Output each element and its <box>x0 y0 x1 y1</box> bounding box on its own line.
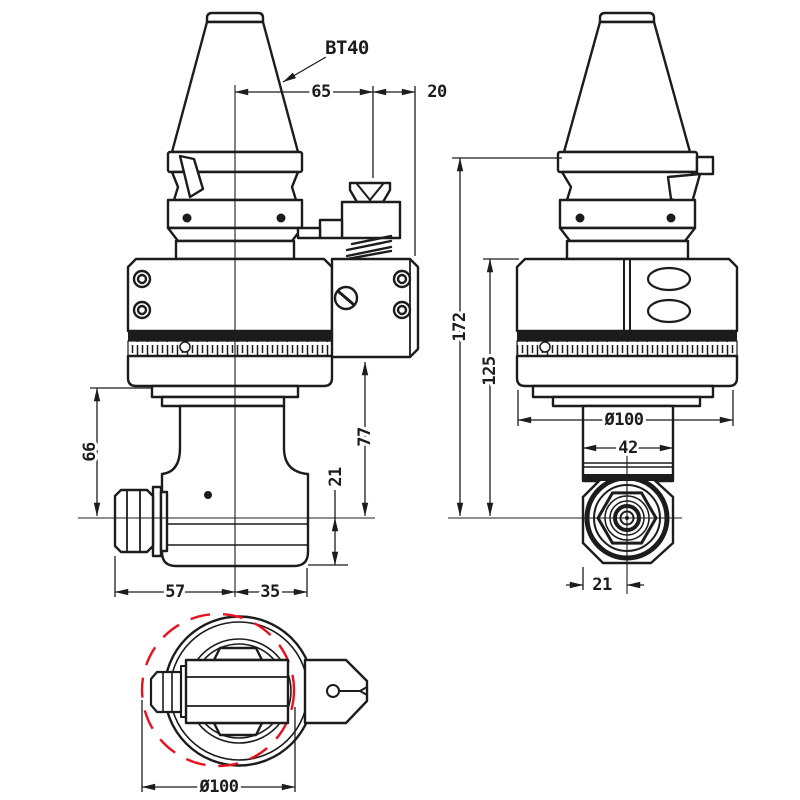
collet-nut-bottom <box>149 670 183 714</box>
dimension-125: 125 <box>477 258 519 517</box>
ball-detent <box>666 213 676 223</box>
scale-ticks <box>127 340 333 357</box>
lower-collar <box>565 239 690 261</box>
dim-172-label: 172 <box>450 312 470 341</box>
gear-body-side <box>515 257 739 408</box>
dimension-77: 77 <box>352 361 378 517</box>
dimension-35: 35 <box>234 568 308 605</box>
dimension-172: 172 <box>447 157 562 517</box>
dim-dia100-bottom-label: Ø100 <box>199 777 239 797</box>
nut-facets <box>162 671 173 713</box>
stop-pin-block <box>340 200 402 240</box>
spindle-barrel-lines <box>185 676 289 707</box>
zero-index-hole <box>539 341 551 353</box>
neck-flat-bottom <box>212 721 264 737</box>
dim-66-label: 66 <box>80 442 100 462</box>
collet-nut-facets <box>126 489 141 553</box>
dim-57-label: 57 <box>165 582 184 602</box>
collet-nut <box>113 488 155 554</box>
zero-index-hole <box>179 341 191 353</box>
bottom-stop-block <box>303 658 369 725</box>
scale-band <box>128 331 332 341</box>
dimension-dia100-bottom: Ø100 <box>141 700 296 800</box>
swing-diameter-circle <box>140 612 296 768</box>
extension-lines <box>308 490 348 566</box>
collar-step <box>558 226 697 243</box>
block-screw-center <box>396 304 408 316</box>
bottom-spindle-assembly <box>149 646 290 737</box>
clamp-slot <box>646 266 692 292</box>
gear-body-front <box>126 257 334 408</box>
dimension-21-side: 21 <box>566 567 644 598</box>
spindle-housing-flat <box>184 658 290 725</box>
dimensions: BT40 65 20 66 77 21 57 <box>77 34 734 800</box>
oil-hole <box>204 491 212 499</box>
dimension-65: 65 <box>234 79 374 105</box>
screw-slot <box>337 290 355 306</box>
dimension-57: 57 <box>114 556 236 605</box>
bt40-taper-side <box>556 11 715 261</box>
extension-lines <box>372 86 416 256</box>
taper-model-label: BT40 <box>325 37 369 59</box>
body-screw-center <box>136 273 148 285</box>
dimension-21-front: 21 <box>308 464 349 566</box>
dim-21-front-label: 21 <box>326 467 346 487</box>
ring-base <box>126 354 334 388</box>
dim-77-label: 77 <box>355 427 375 446</box>
spring <box>345 234 393 261</box>
dim-125-label: 125 <box>480 356 500 385</box>
centerlines <box>78 85 682 597</box>
dimension-66: 66 <box>77 387 152 517</box>
taper-cap <box>205 11 265 24</box>
leader-line <box>282 56 327 83</box>
clamp-slot <box>646 298 692 324</box>
body-split-joint <box>623 258 631 332</box>
dimension-dia100-side: Ø100 <box>517 390 734 433</box>
clamp-lever <box>318 218 344 240</box>
main-body <box>515 257 739 333</box>
clamp-lever-arm <box>296 226 322 240</box>
dim-42-label: 42 <box>618 438 637 458</box>
dim-35-label: 35 <box>260 582 280 602</box>
dimension-20: 20 <box>372 79 450 256</box>
base-step-2 <box>160 395 286 408</box>
ring-base <box>515 354 739 388</box>
body-screw-center <box>136 304 148 316</box>
taper-cap <box>598 11 656 24</box>
spindle-spacer-2 <box>159 490 169 553</box>
front-view <box>113 11 420 568</box>
main-body <box>126 257 334 333</box>
dim-dia100-side-label: Ø100 <box>604 410 644 430</box>
dim-21-side-label: 21 <box>592 575 612 595</box>
side-view <box>515 11 739 565</box>
stop-slot <box>339 686 368 696</box>
base-step-1 <box>531 384 715 399</box>
gripper-flange <box>556 150 699 174</box>
block-screw-center <box>396 273 408 285</box>
neck-flat-top <box>212 646 264 662</box>
extension-lines <box>141 700 296 792</box>
dimension-42: 42 <box>582 435 674 461</box>
base-step-2 <box>551 395 702 408</box>
dim-20-label: 20 <box>427 82 447 102</box>
extension-lines <box>517 390 734 426</box>
drive-notch <box>178 154 205 199</box>
ball-detent <box>182 213 192 223</box>
stop-pin-notch <box>356 183 384 201</box>
base-step-1 <box>150 384 300 399</box>
bottom-view <box>140 612 369 768</box>
clamp-mechanism <box>296 181 420 359</box>
stop-pin-hole <box>326 684 340 698</box>
drive-key <box>695 155 715 176</box>
dim-65-label: 65 <box>311 82 331 102</box>
ball-detent <box>575 213 585 223</box>
callout-bt40: BT40 <box>282 34 372 83</box>
neck-step-lines <box>582 462 674 468</box>
ball-detent <box>276 213 286 223</box>
scale-band <box>517 331 737 341</box>
